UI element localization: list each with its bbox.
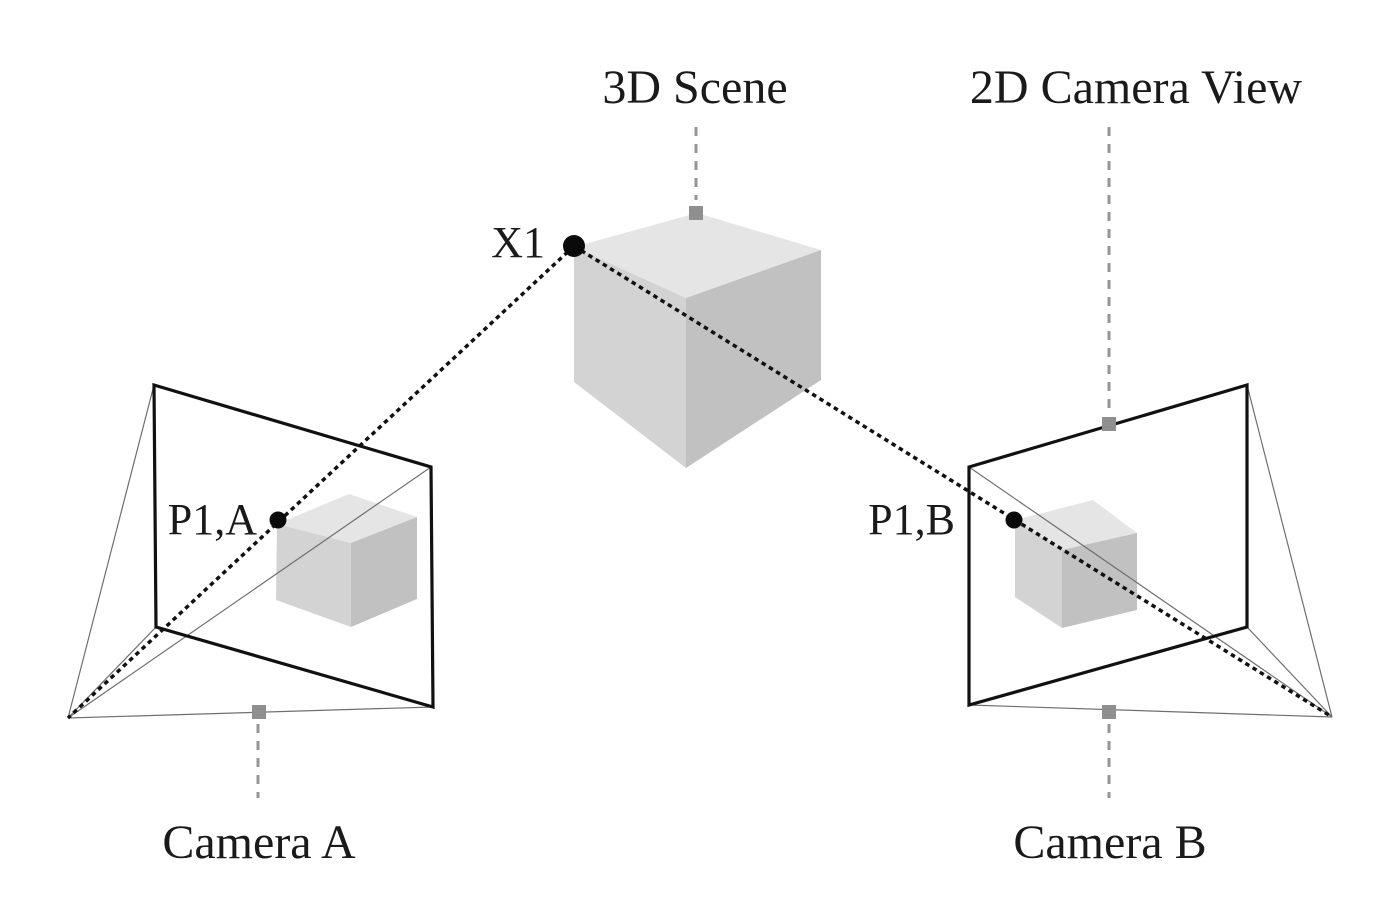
- camera-a-group: [67, 382, 435, 798]
- p1b-label: P1,B: [868, 495, 955, 544]
- camera-b-cube-right-face: [1062, 533, 1137, 628]
- p1a-label: P1,A: [168, 495, 257, 544]
- camera-view-marker-square: [1102, 417, 1116, 431]
- projection-rays: [66, 244, 1333, 720]
- camera-b-frustum-line-top-left: [968, 466, 1333, 718]
- camera-b-cube-left-face: [1015, 520, 1062, 628]
- scene-marker-square: [689, 206, 703, 220]
- scene-title-label: 3D Scene: [602, 61, 787, 114]
- camera-b-frustum-lines: [968, 384, 1333, 718]
- camera-b-marker-square: [1102, 705, 1116, 719]
- point-x1-dot: [563, 235, 585, 257]
- point-p1b-dot: [1005, 511, 1023, 529]
- camera-b-group: [967, 127, 1333, 798]
- ray-x1-to-camera-b: [573, 244, 1333, 719]
- ray-x1-to-camera-a: [66, 244, 576, 720]
- scene-cube: [574, 213, 821, 468]
- camera-a-frustum-lines: [67, 384, 434, 719]
- camera-a-frustum-line-bottom-right: [67, 706, 434, 719]
- camera-a-marker-square: [252, 705, 266, 719]
- camera-b-label: Camera B: [1013, 816, 1206, 869]
- camera-b-frustum-line-bottom-right: [1246, 626, 1333, 718]
- point-p1a-dot: [269, 511, 287, 529]
- camera-a-label: Camera A: [162, 816, 356, 869]
- camera-b-frustum-line-top-right: [1246, 384, 1333, 718]
- camera-a-cube-right-face: [351, 517, 417, 627]
- camera-b-frustum-line-bottom-left: [968, 704, 1333, 718]
- camera-a-frustum-line-top-right: [67, 466, 432, 719]
- camera-a-cube-top-face: [277, 494, 417, 543]
- scene-cube-left-face: [574, 247, 686, 468]
- camera-a-cube-left-face: [276, 524, 351, 627]
- x1-label: X1: [491, 218, 545, 267]
- scene-cube-right-face: [686, 250, 821, 468]
- scene-cube-top-face: [574, 213, 821, 298]
- camera-b-projected-cube: [1015, 500, 1137, 628]
- camera-b-image-plane: [967, 382, 1249, 708]
- camera-a-frustum-line-top-left: [67, 384, 155, 719]
- camera-a-frustum-line-bottom-left: [67, 626, 157, 719]
- camera-view-title-label: 2D Camera View: [970, 61, 1302, 114]
- camera-a-image-plane: [152, 382, 435, 710]
- scene-leader-group: [689, 127, 703, 220]
- camera-a-projected-cube: [276, 494, 417, 627]
